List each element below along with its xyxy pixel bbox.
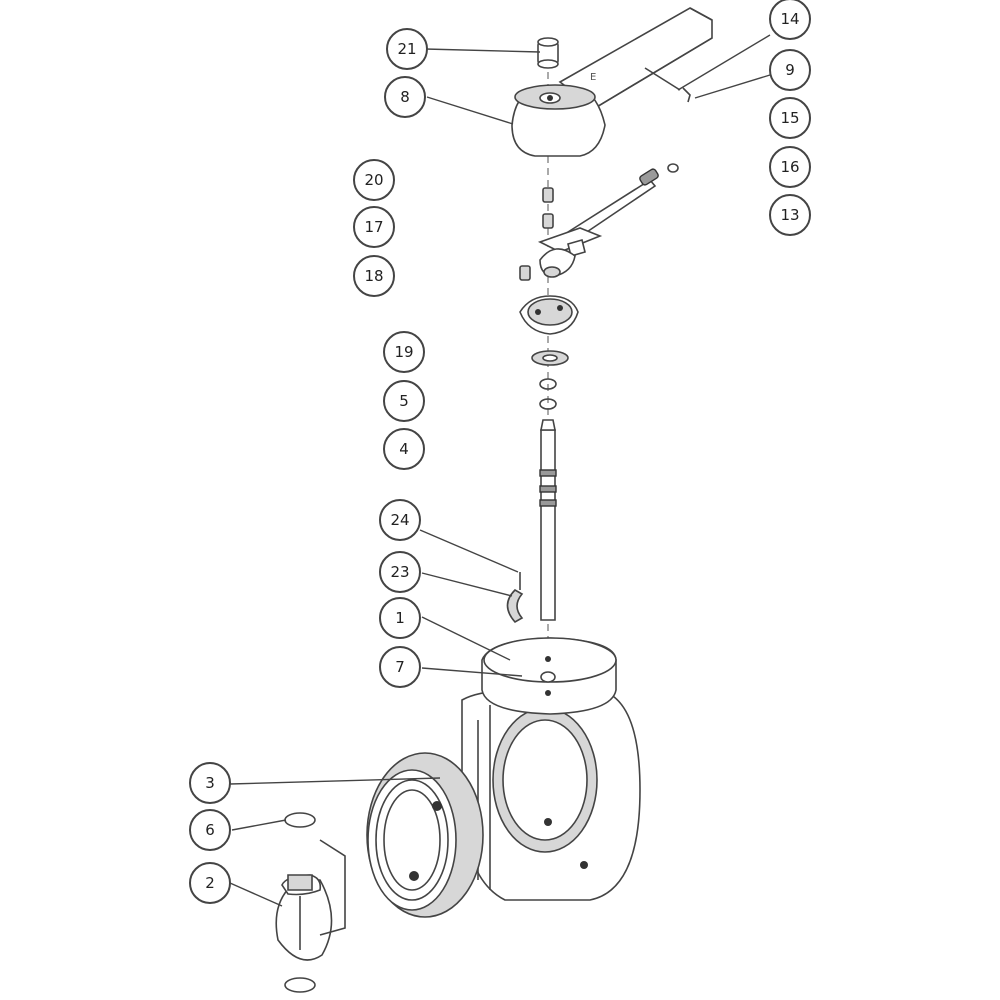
- valve-body: [461, 637, 641, 901]
- callout-label: 17: [364, 218, 383, 236]
- handle-cap: [537, 37, 559, 69]
- callout-label: 6: [205, 821, 215, 839]
- callout-circle: [769, 0, 811, 40]
- callout-4: 4: [383, 428, 425, 470]
- callout-label: 5: [399, 392, 409, 410]
- callout-circle: [383, 331, 425, 373]
- callout-circle: [189, 862, 231, 904]
- callout-3: 3: [189, 762, 231, 804]
- callout-label: 24: [390, 511, 409, 529]
- callout-13: 13: [769, 194, 811, 236]
- callout-label: 13: [780, 206, 799, 224]
- callout-23: 23: [379, 551, 421, 593]
- callout-label: 8: [400, 88, 410, 106]
- callout-18: 18: [353, 255, 395, 297]
- callout-circle: [379, 597, 421, 639]
- callout-9: 9: [769, 49, 811, 91]
- valve-disc: [275, 839, 346, 961]
- callout-label: 1: [395, 609, 405, 627]
- callout-label: 14: [780, 10, 799, 28]
- leader-lines: [229, 34, 771, 907]
- callout-14: 14: [769, 0, 811, 40]
- callout-circle: [353, 159, 395, 201]
- callout-label: 21: [397, 40, 416, 58]
- callout-16: 16: [769, 146, 811, 188]
- stem-o-ring-lower: [539, 398, 557, 410]
- callout-circle: [379, 499, 421, 541]
- disc-o-ring-top: [284, 812, 316, 828]
- callout-label: 3: [205, 774, 215, 792]
- callout-circle: [386, 28, 428, 70]
- callout-19: 19: [383, 331, 425, 373]
- callout-5: 5: [383, 380, 425, 422]
- half-ring: [506, 589, 524, 624]
- callout-15: 15: [769, 97, 811, 139]
- callout-label: 7: [395, 658, 405, 676]
- callout-circle: [189, 809, 231, 851]
- callout-21: 21: [386, 28, 428, 70]
- callout-8: 8: [384, 76, 426, 118]
- callout-17: 17: [353, 206, 395, 248]
- callout-label: 9: [785, 61, 795, 79]
- callout-circle: [189, 762, 231, 804]
- callout-label: 19: [394, 343, 413, 361]
- svg-text:E: E: [590, 72, 596, 83]
- callout-circle: [769, 97, 811, 139]
- seat-liner: [366, 752, 484, 918]
- callout-20: 20: [353, 159, 395, 201]
- callout-circle: [769, 49, 811, 91]
- lever-spring-clip: [682, 87, 691, 103]
- handle-lever: E: [511, 7, 713, 157]
- callout-label: 15: [780, 109, 799, 127]
- callout-circle: [353, 255, 395, 297]
- callout-circle: [769, 146, 811, 188]
- callout-2: 2: [189, 862, 231, 904]
- disc-o-ring-bottom: [284, 977, 316, 993]
- valve-stem: [539, 419, 557, 621]
- lock-plate-assembly: [519, 163, 679, 335]
- callout-circle: [383, 380, 425, 422]
- callout-circle: [379, 551, 421, 593]
- stem-o-ring-upper: [539, 378, 557, 390]
- lever-pin: [644, 67, 681, 91]
- washer-hole: [542, 354, 558, 362]
- callout-label: 16: [780, 158, 799, 176]
- callout-label: 18: [364, 267, 383, 285]
- callout-6: 6: [189, 809, 231, 851]
- callout-circle: [383, 428, 425, 470]
- callout-label: 4: [399, 440, 409, 458]
- callout-label: 20: [364, 171, 383, 189]
- callout-circle: [769, 194, 811, 236]
- callout-circle: [353, 206, 395, 248]
- callout-24: 24: [379, 499, 421, 541]
- callout-7: 7: [379, 646, 421, 688]
- callout-label: 2: [205, 874, 215, 892]
- callout-circle: [384, 76, 426, 118]
- callout-label: 23: [390, 563, 409, 581]
- callout-1: 1: [379, 597, 421, 639]
- callout-circle: [379, 646, 421, 688]
